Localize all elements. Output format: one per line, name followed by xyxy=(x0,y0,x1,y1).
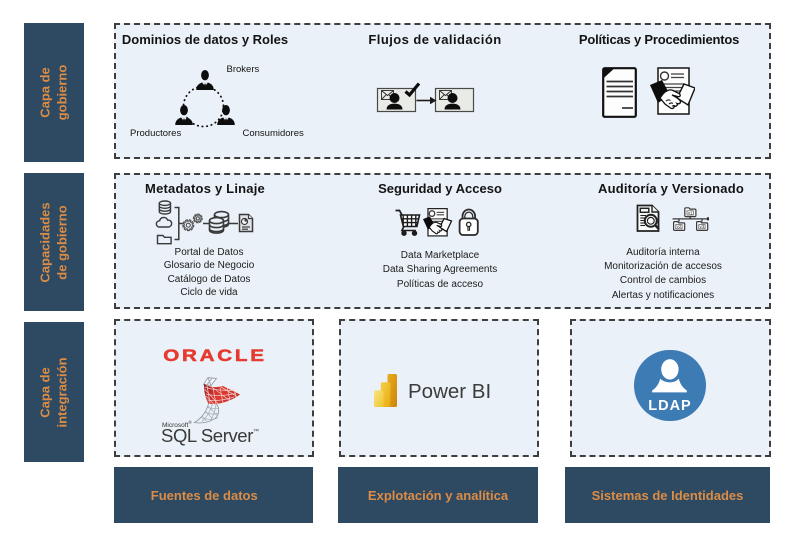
svg-text:LDAP: LDAP xyxy=(648,397,691,413)
svg-text:v3: v3 xyxy=(700,224,705,229)
svg-text:v1: v1 xyxy=(688,210,693,215)
svg-text:v2: v2 xyxy=(677,224,682,229)
